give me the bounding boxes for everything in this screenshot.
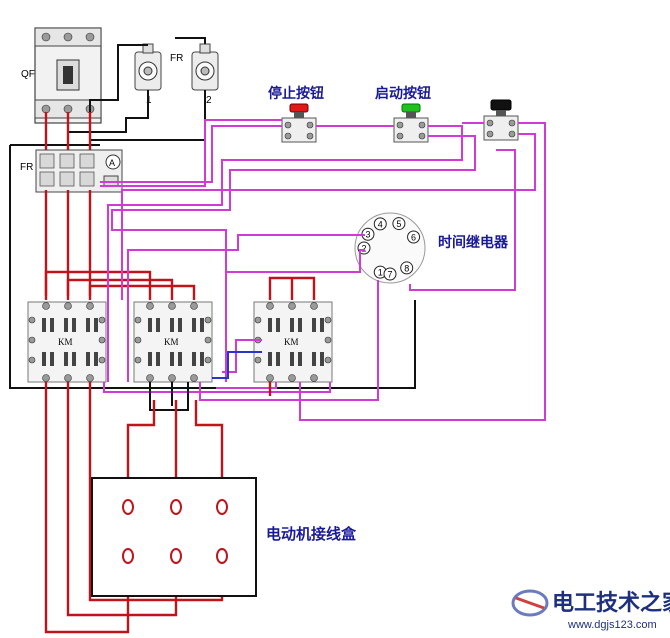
contactor-icon [27, 301, 107, 383]
fr-left-label: FR [20, 162, 33, 173]
relay-pin-number: 5 [396, 219, 401, 229]
relay-pin-number: 1 [378, 268, 383, 278]
watermark-name: 电工技术之家 [552, 590, 670, 616]
fuse-icon [134, 43, 162, 91]
main-frame [9, 144, 416, 389]
third-push-button-icon [483, 99, 519, 141]
km1-label: KM [58, 337, 73, 347]
contactor-icon [133, 301, 213, 383]
stop-push-button-icon [281, 103, 317, 143]
ammeter-label: A [109, 158, 115, 168]
relay-pin [407, 230, 421, 244]
relay-pin [383, 267, 397, 281]
contactor-icon [253, 301, 333, 383]
relay-pin-number: 7 [387, 270, 392, 280]
km2-label: KM [164, 337, 179, 347]
blue-control-wire [212, 351, 262, 379]
relay-pin [400, 261, 414, 275]
relay-pin-number: 6 [411, 233, 416, 243]
motor-box-label: 电动机接线盒 [266, 525, 357, 543]
relay-pin-number: 4 [378, 219, 383, 229]
fr-top-label: FR [170, 53, 183, 64]
relay-pin [392, 217, 406, 231]
watermark-logo: 电工技术之家 www.dgjs123.com [511, 589, 670, 631]
fuse2-number: 2 [206, 95, 212, 106]
fuse-icon [191, 43, 219, 91]
qf-label: QF [21, 69, 35, 80]
motor-terminal-box [91, 477, 257, 597]
stop-button-label: 停止按钮 [268, 85, 324, 102]
km3-label: KM [284, 337, 299, 347]
circuit-breaker-icon [34, 27, 102, 124]
relay-pin-number: 2 [361, 244, 366, 254]
main-power-wires [44, 112, 92, 155]
relay-pin-number: 8 [404, 263, 409, 273]
relay-pin-number: 3 [365, 230, 370, 240]
start-push-button-icon [393, 103, 429, 143]
time-relay-label: 时间继电器 [438, 234, 509, 251]
control-wires [100, 119, 546, 421]
start-button-label: 启动按钮 [375, 85, 431, 102]
relay-pin [373, 217, 387, 231]
watermark-url: www.dgjs123.com [567, 619, 657, 631]
fr-to-km-wires [44, 190, 316, 300]
